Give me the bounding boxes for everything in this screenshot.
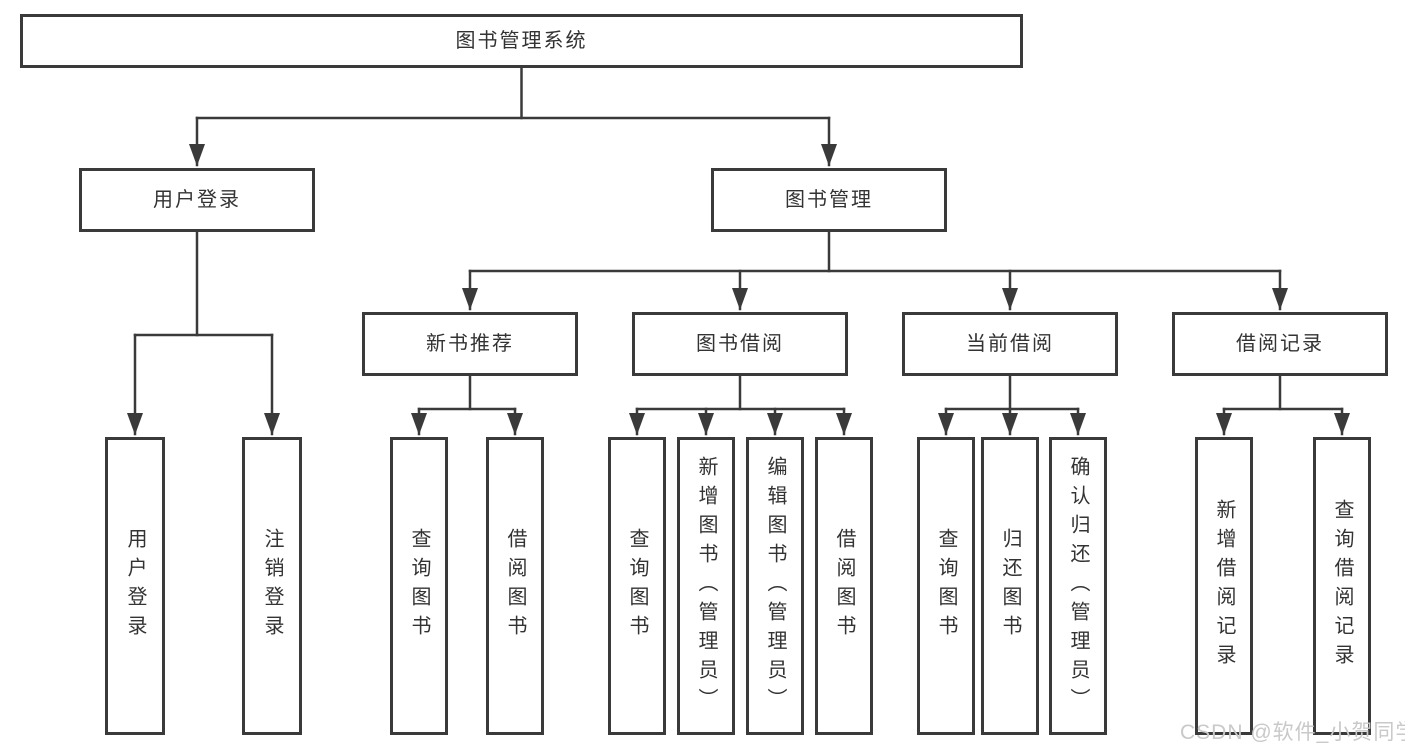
node-book-borrowing: 图书借阅 — [632, 312, 848, 376]
node-new-book-recommend: 新书推荐 — [362, 312, 578, 376]
node-current-borrowing: 当前借阅 — [902, 312, 1118, 376]
node-user-login-branch-label: 用户登录 — [153, 189, 241, 211]
node-new-book-recommend-label: 新书推荐 — [426, 333, 514, 355]
node-cb-query-books-label: 查询图书 — [935, 528, 957, 644]
node-book-management: 图书管理 — [711, 168, 947, 232]
node-borrow-records: 借阅记录 — [1172, 312, 1388, 376]
node-nb-query-books-label: 查询图书 — [408, 528, 430, 644]
node-cb-return-books: 归还图书 — [981, 437, 1039, 735]
node-bb-borrow-books-label: 借阅图书 — [833, 528, 855, 644]
node-library-system-label: 图书管理系统 — [455, 30, 588, 52]
node-bb-edit-books-admin-label: 编辑图书（管理员） — [764, 455, 786, 717]
node-bb-add-books-admin: 新增图书（管理员） — [677, 437, 735, 735]
node-bb-borrow-books: 借阅图书 — [815, 437, 873, 735]
node-user-login-label: 用户登录 — [124, 528, 146, 644]
node-rec-query-record-label: 查询借阅记录 — [1331, 499, 1353, 673]
node-bb-query-books-label: 查询图书 — [626, 528, 648, 644]
node-library-system: 图书管理系统 — [20, 14, 1023, 68]
node-logout: 注销登录 — [242, 437, 302, 735]
node-cb-confirm-return-admin-label: 确认归还（管理员） — [1067, 455, 1089, 717]
node-bb-edit-books-admin: 编辑图书（管理员） — [746, 437, 804, 735]
node-book-borrowing-label: 图书借阅 — [696, 333, 784, 355]
node-cb-confirm-return-admin: 确认归还（管理员） — [1049, 437, 1107, 735]
node-cb-query-books: 查询图书 — [917, 437, 975, 735]
node-nb-borrow-books: 借阅图书 — [486, 437, 544, 735]
node-nb-query-books: 查询图书 — [390, 437, 448, 735]
node-nb-borrow-books-label: 借阅图书 — [504, 528, 526, 644]
node-rec-query-record: 查询借阅记录 — [1313, 437, 1371, 735]
node-bb-query-books: 查询图书 — [608, 437, 666, 735]
node-rec-add-record-label: 新增借阅记录 — [1213, 499, 1235, 673]
node-rec-add-record: 新增借阅记录 — [1195, 437, 1253, 735]
node-user-login: 用户登录 — [105, 437, 165, 735]
node-user-login-branch: 用户登录 — [79, 168, 315, 232]
watermark: CSDN @软件_小贺同学 — [1180, 721, 1405, 744]
node-book-management-label: 图书管理 — [785, 189, 873, 211]
node-cb-return-books-label: 归还图书 — [999, 528, 1021, 644]
node-current-borrowing-label: 当前借阅 — [966, 333, 1054, 355]
node-borrow-records-label: 借阅记录 — [1236, 333, 1324, 355]
node-bb-add-books-admin-label: 新增图书（管理员） — [695, 455, 717, 717]
node-logout-label: 注销登录 — [261, 528, 283, 644]
